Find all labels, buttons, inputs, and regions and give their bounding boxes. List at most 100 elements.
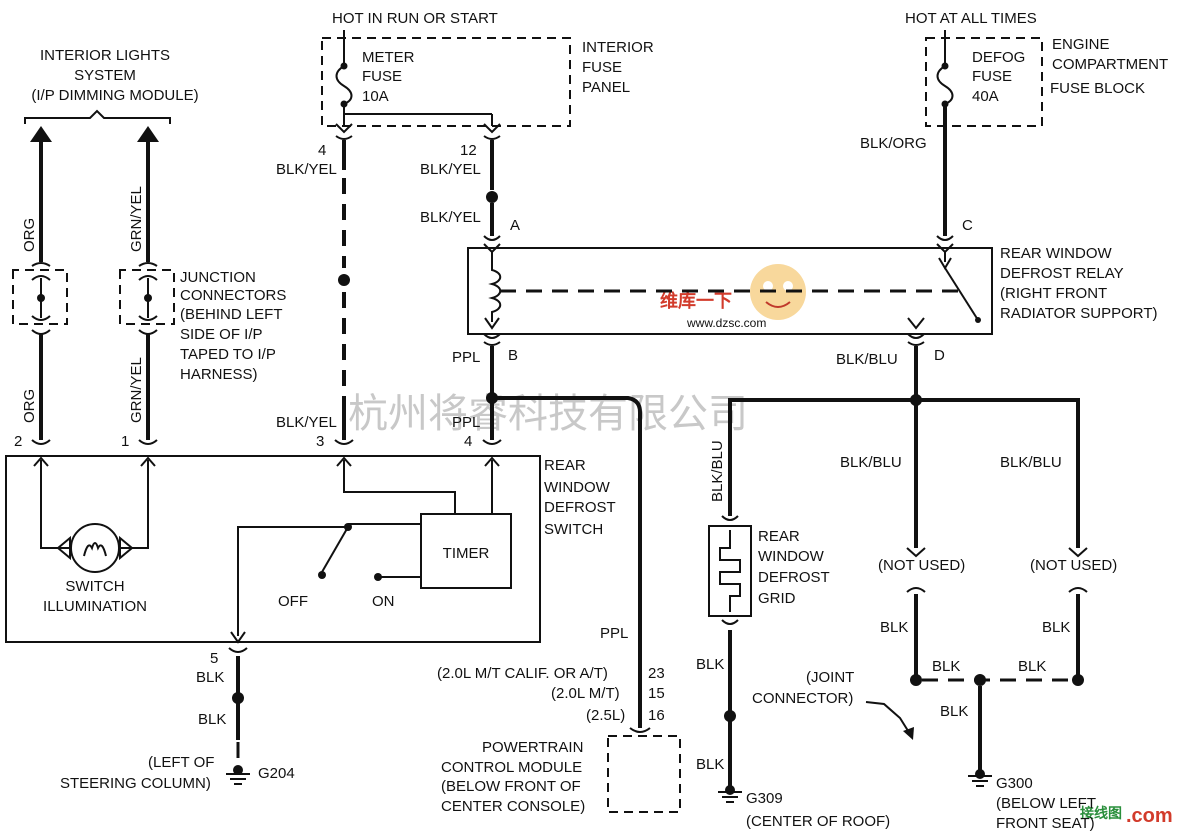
pcm-pin-23-desc: (2.0L M/T CALIF. OR A/T) [437, 665, 608, 682]
interior-fuse-panel-label: FUSE [582, 59, 622, 76]
interior-lights-label: (I/P DIMMING MODULE) [31, 87, 198, 104]
pcm-label: (BELOW FRONT OF [441, 778, 581, 795]
pin-2: 2 [14, 433, 22, 450]
illumination-label: ILLUMINATION [43, 598, 147, 615]
relay-label: DEFROST RELAY [1000, 265, 1124, 282]
arrow-up-icon [30, 126, 52, 142]
timer-label: TIMER [443, 545, 490, 562]
junction-label: (BEHIND LEFT [180, 306, 283, 323]
wire-color-blk-yel: BLK/YEL [276, 414, 337, 431]
switch-contact-icon [321, 526, 349, 573]
wire-color-blk: BLK [696, 756, 724, 773]
wire-color-blk: BLK [932, 658, 960, 675]
switch-off-label: OFF [278, 593, 308, 610]
pointer-arrow [865, 701, 911, 735]
timer-block [420, 513, 512, 589]
wire-color-org: ORG [21, 218, 38, 252]
site-watermark-cn: 维库一下 [660, 290, 732, 311]
fuse-icon [335, 65, 353, 105]
wire-color-ppl: PPL [452, 349, 480, 366]
pin-b: B [508, 347, 518, 364]
wire-color-ppl: PPL [600, 625, 628, 642]
ground-g204: G204 [258, 765, 295, 782]
pin-a: A [510, 217, 520, 234]
switch-on-label: ON [372, 593, 395, 610]
interior-lights-label: INTERIOR LIGHTS [40, 47, 170, 64]
arrow-up-icon [137, 126, 159, 142]
interior-lights-label: SYSTEM [74, 67, 136, 84]
wire-color-blk-blu: BLK/BLU [840, 454, 902, 471]
splice [486, 191, 498, 203]
ground-g204-location: (LEFT OF [148, 754, 214, 771]
joint-connector-label: CONNECTOR) [752, 690, 853, 707]
pcm-pin-16: 16 [648, 707, 665, 724]
ground-g300-location: (BELOW LEFT [996, 795, 1096, 812]
pin-4: 4 [464, 433, 472, 450]
dzsc-logo-watermark [750, 264, 806, 320]
lamp-icon [56, 523, 134, 573]
pcm-pin-15: 15 [648, 685, 665, 702]
wire-color-blk-blu: BLK/BLU [709, 440, 726, 502]
rear-window-defrost-switch [5, 455, 541, 643]
wire-color-blk-yel: BLK/YEL [420, 161, 481, 178]
not-used-label: (NOT USED) [1030, 557, 1117, 574]
relay-label: RADIATOR SUPPORT) [1000, 305, 1158, 322]
ground-g300: G300 [996, 775, 1033, 792]
wire-color-blk-blu: BLK/BLU [836, 351, 898, 368]
junction-connector-box [12, 269, 68, 325]
defog-fuse-label: DEFOG [972, 49, 1025, 66]
meter-fuse-label: 10A [362, 88, 389, 105]
junction-label: JUNCTION [180, 269, 256, 286]
wire-color-grn-yel: GRN/YEL [128, 357, 145, 423]
wire-color-blk: BLK [940, 703, 968, 720]
relay-label: (RIGHT FRONT [1000, 285, 1107, 302]
interior-fuse-panel-label: PANEL [582, 79, 630, 96]
pcm-label: CONTROL MODULE [441, 759, 582, 776]
switch-label: REAR [544, 457, 586, 474]
site-watermark: www.dzsc.com [686, 316, 766, 330]
ground-g300-location: FRONT SEAT) [996, 815, 1095, 831]
meter-fuse-label: METER [362, 49, 415, 66]
pin-5: 5 [210, 650, 218, 667]
engine-fuse-block-label: COMPARTMENT [1052, 56, 1168, 73]
corner-watermark: .com [1126, 805, 1173, 827]
defog-fuse-label: 40A [972, 88, 999, 105]
wire-color-org: ORG [21, 389, 38, 423]
illumination-label: SWITCH [65, 578, 124, 595]
pcm-pin-15-desc: (2.0L M/T) [551, 685, 620, 702]
relay-switch-icon [944, 267, 979, 321]
ground-g309-location: (CENTER OF ROOF) [746, 813, 890, 830]
wire-color-blk: BLK [198, 711, 226, 728]
junction-label: CONNECTORS [180, 287, 286, 304]
wire-color-blk-blu: BLK/BLU [1000, 454, 1062, 471]
wire-color-blk: BLK [696, 656, 724, 673]
grid-element-icon [719, 530, 741, 612]
wire-color-blk: BLK [1042, 619, 1070, 636]
pcm-pin-16-desc: (2.5L) [586, 707, 625, 724]
pin-4: 4 [318, 142, 326, 159]
grid-label: DEFROST [758, 569, 830, 586]
junction-connector-box [119, 269, 175, 325]
ground-g309: G309 [746, 790, 783, 807]
grid-label: GRID [758, 590, 796, 607]
engine-fuse-block-label: FUSE BLOCK [1050, 80, 1145, 97]
wire-ppl-to-pcm [492, 396, 642, 728]
wire-color-blk: BLK [196, 669, 224, 686]
engine-fuse-block-box [925, 37, 1043, 127]
pcm-pin-23: 23 [648, 665, 665, 682]
pin-1: 1 [121, 433, 129, 450]
ground-icon [226, 773, 250, 785]
pin-12: 12 [460, 142, 477, 159]
source-hot-run-start: HOT IN RUN OR START [332, 10, 498, 27]
corner-watermark-cn: 接线图 [1080, 805, 1122, 821]
not-used-label: (NOT USED) [878, 557, 965, 574]
ground-g204-location: STEERING COLUMN) [60, 775, 211, 792]
interior-fuse-panel-box [321, 37, 571, 127]
grid-label: REAR [758, 528, 800, 545]
wire-color-blk-yel: BLK/YEL [420, 209, 481, 226]
fuse-icon [936, 65, 954, 105]
source-hot-all-times: HOT AT ALL TIMES [905, 10, 1037, 27]
powertrain-control-module [607, 735, 681, 813]
switch-label: WINDOW [544, 479, 611, 496]
